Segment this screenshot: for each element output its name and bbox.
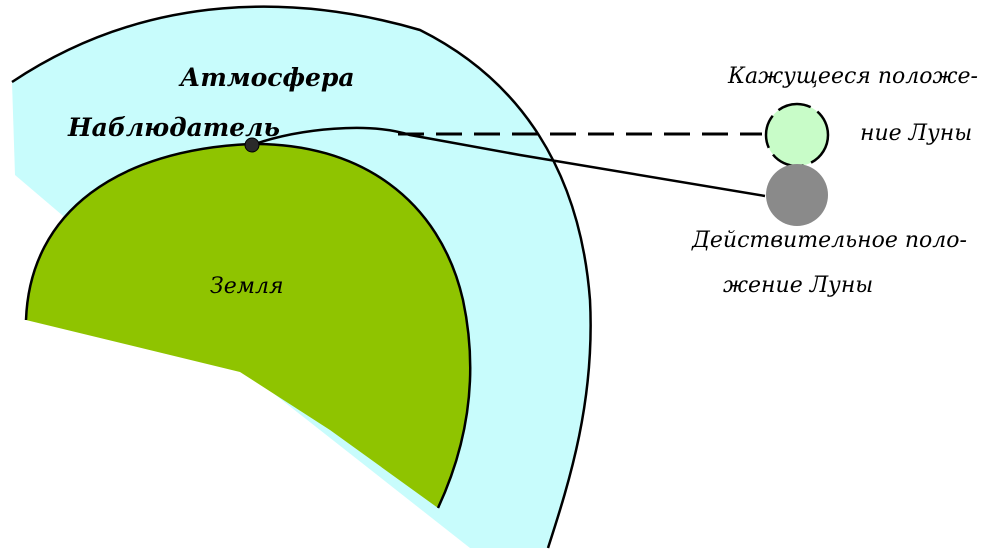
apparent-moon (766, 104, 828, 166)
apparent-moon-label-line2: ние Луны (860, 121, 972, 146)
atmosphere-label: Атмосфера (178, 63, 355, 92)
actual-moon-label-line1: Действительное поло- (691, 228, 967, 253)
earth-body (26, 144, 470, 508)
observer-label: Наблюдатель (67, 113, 280, 142)
actual-moon (766, 164, 828, 226)
earth-label: Земля (210, 274, 284, 299)
apparent-moon-label-line1: Кажущееся положе- (727, 64, 978, 89)
actual-moon-label-line2: жение Луны (723, 273, 873, 298)
